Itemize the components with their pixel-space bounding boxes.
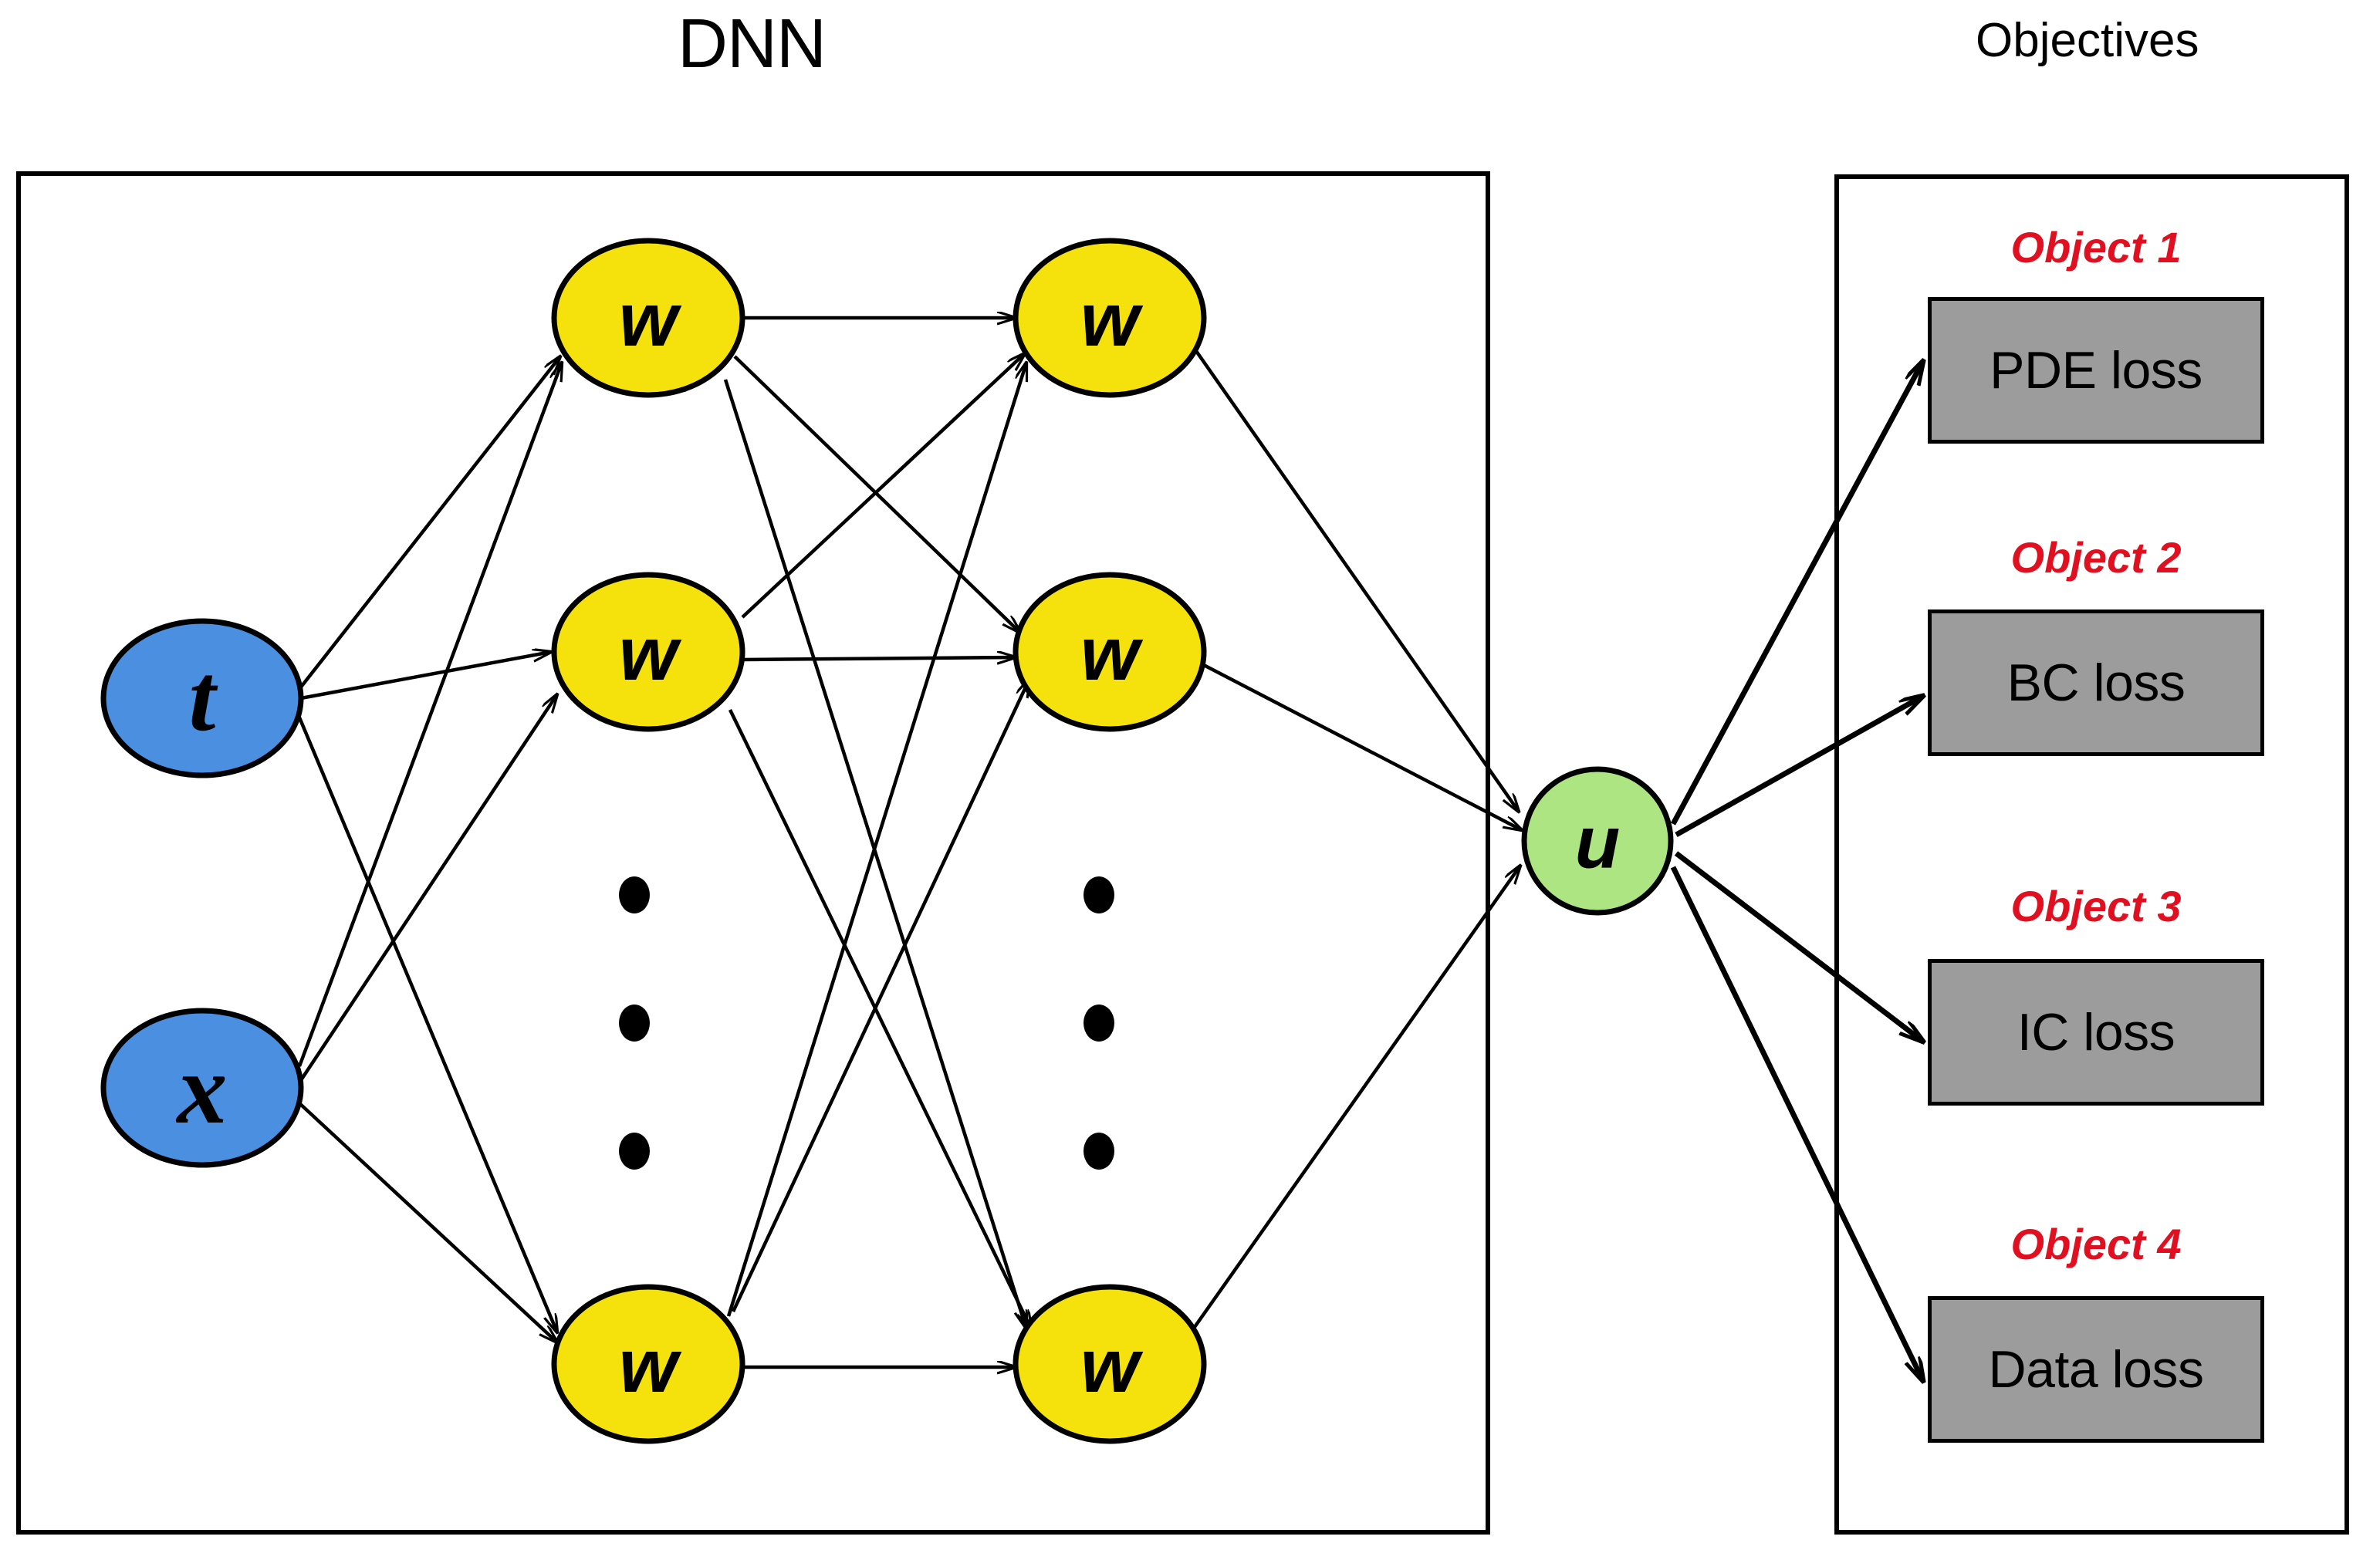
input-node-t[interactable]: t: [100, 618, 304, 778]
dnn-boundary-box: [16, 171, 1490, 1535]
objective-label-ic-loss: IC loss: [2017, 1003, 2175, 1062]
objective-box-pde-loss[interactable]: PDE loss: [1928, 297, 2264, 444]
object-1-tag: Object 1: [2010, 223, 2182, 272]
object-4-tag: Object 4: [2010, 1220, 2182, 1268]
object-3-tag: Object 3: [2010, 882, 2182, 930]
hidden1-node-2-label: w: [619, 611, 682, 696]
objectives-panel-title: Objectives: [1976, 14, 2199, 67]
hidden1-node-3[interactable]: w: [551, 1284, 745, 1444]
object-2-tag: Object 2: [2010, 533, 2182, 582]
hidden2-ellipsis: [1084, 876, 1114, 1170]
hidden1-ellipsis: [619, 876, 650, 1170]
objective-box-data-loss[interactable]: Data loss: [1928, 1296, 2264, 1443]
dnn-panel-title: DNN: [678, 5, 827, 83]
objective-box-bc-loss[interactable]: BC loss: [1928, 609, 2264, 756]
edges-input-to-hidden1: [297, 356, 562, 1342]
hidden1-node-1[interactable]: w: [551, 238, 745, 398]
input-node-x[interactable]: x: [100, 1008, 304, 1168]
objectives-boundary-box: [1834, 174, 2349, 1535]
edges-hidden2-to-output: [1193, 349, 1522, 1329]
hidden2-node-3-label: w: [1080, 1323, 1144, 1408]
objective-label-data-loss: Data loss: [1988, 1340, 2204, 1399]
output-node-u-label: u: [1575, 802, 1621, 884]
output-node-u[interactable]: u: [1521, 766, 1674, 916]
hidden2-node-3[interactable]: w: [1013, 1284, 1207, 1444]
hidden2-node-1[interactable]: w: [1013, 238, 1207, 398]
hidden2-node-2[interactable]: w: [1013, 572, 1207, 732]
objective-label-pde-loss: PDE loss: [1990, 341, 2203, 400]
hidden1-node-1-label: w: [619, 277, 682, 362]
input-node-t-label: t: [189, 645, 218, 751]
hidden1-node-2[interactable]: w: [551, 572, 745, 732]
edges-output-to-objectives: [1670, 361, 1923, 1381]
hidden2-node-2-label: w: [1080, 611, 1144, 696]
edges-hidden1-to-hidden2: [723, 318, 1031, 1367]
hidden2-node-1-label: w: [1080, 277, 1144, 362]
objective-box-ic-loss[interactable]: IC loss: [1928, 959, 2264, 1106]
objective-label-bc-loss: BC loss: [2006, 653, 2186, 712]
hidden1-node-3-label: w: [619, 1323, 682, 1408]
input-node-x-label: x: [176, 1034, 228, 1145]
